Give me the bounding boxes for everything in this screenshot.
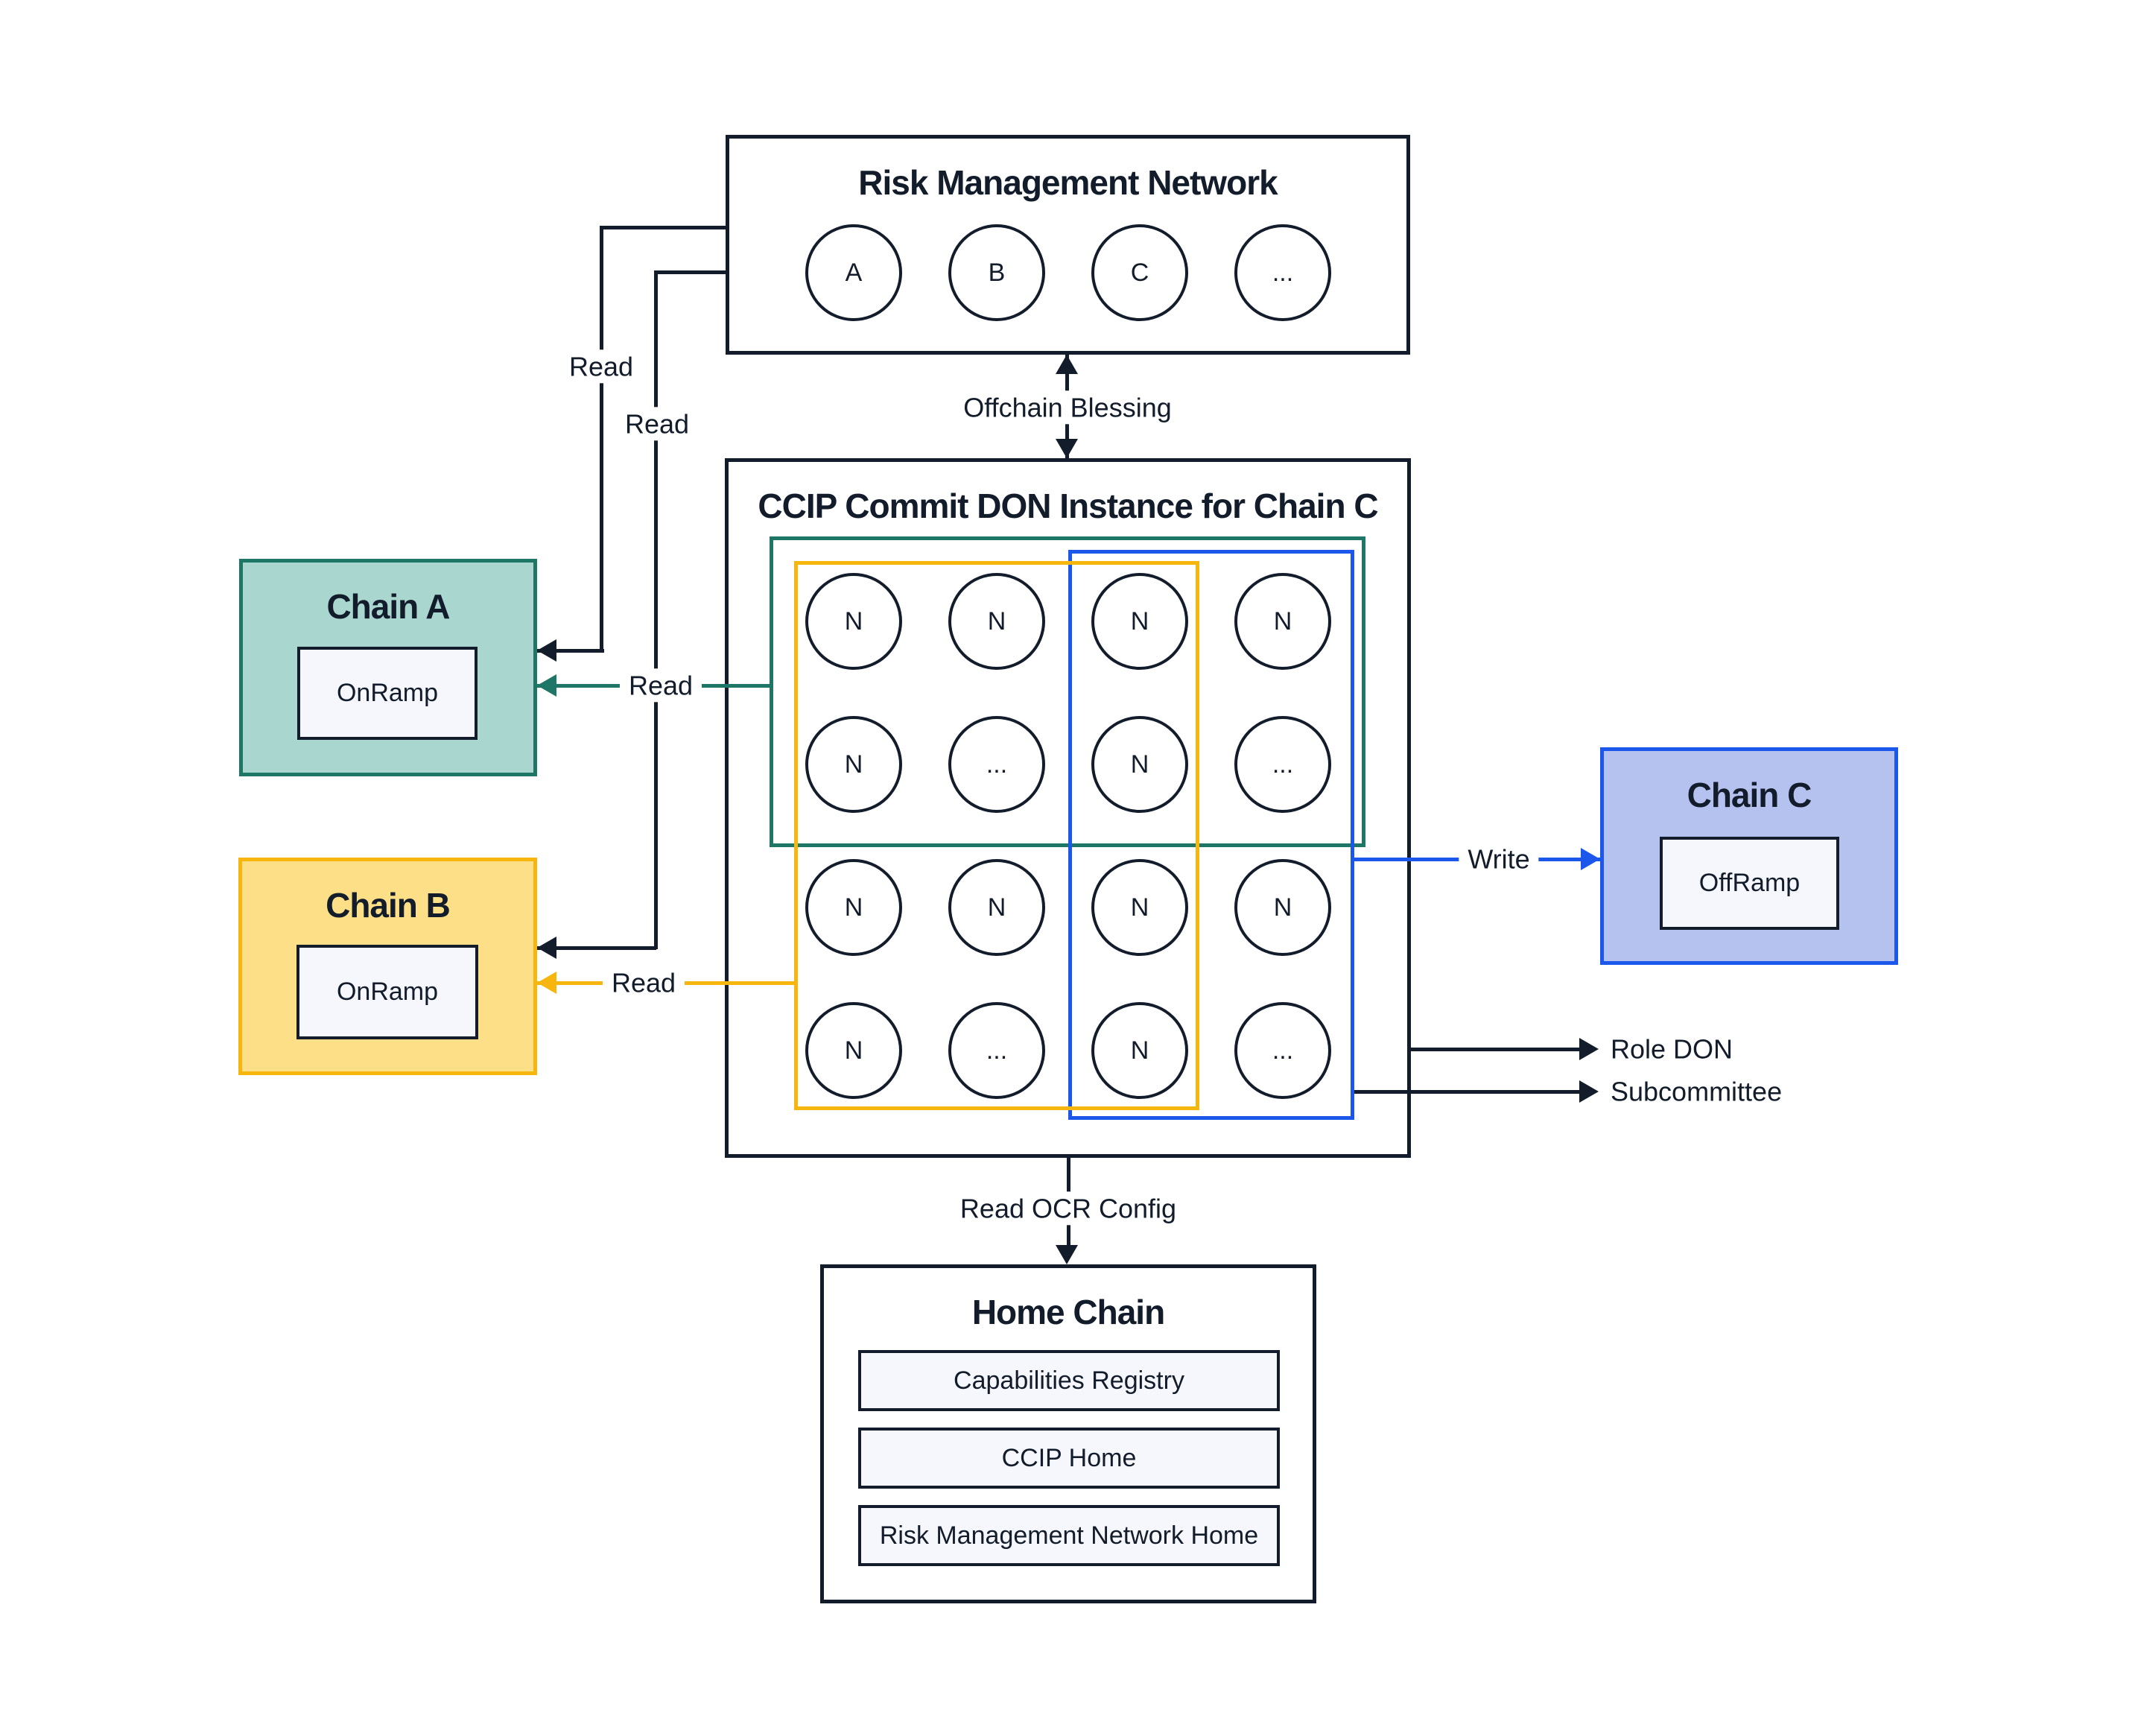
edge-rmn-chain-a-end-segment <box>537 649 604 653</box>
read-ocr-config-arrowhead-icon <box>1056 1245 1078 1264</box>
rmn-node-more-label: ... <box>1272 258 1294 287</box>
offchain-blessing-label: Offchain Blessing <box>954 390 1181 425</box>
rmn-node-a-label: A <box>845 258 863 287</box>
chain-b-title: Chain B <box>326 886 451 925</box>
don-node-circle: N <box>1091 573 1188 670</box>
write-label: Write <box>1459 842 1539 876</box>
don-node-circle: N <box>948 573 1045 670</box>
ccip-home-box: CCIP Home <box>858 1428 1280 1489</box>
don-node-circle: N <box>805 1002 902 1099</box>
chain-b-onramp-box: OnRamp <box>296 945 478 1039</box>
rmn-chain-a-arrowhead-icon <box>537 639 556 662</box>
chain-c-offramp-label: OffRamp <box>1698 869 1801 897</box>
don-node-label: N <box>844 606 863 636</box>
don-chain-b-arrowhead-icon <box>537 972 556 994</box>
risk-management-network-box: Risk Management Network A B C ... <box>726 135 1410 355</box>
rmn-chain-b-arrowhead-icon <box>537 937 556 959</box>
home-chain-title: Home Chain <box>971 1293 1165 1331</box>
ccip-commit-don-box: CCIP Commit DON Instance for Chain C N N… <box>725 458 1411 1158</box>
subcommittee-rect-blue <box>1068 550 1354 1120</box>
don-node-label: N <box>1273 606 1292 636</box>
don-node-circle: N <box>948 859 1045 956</box>
capabilities-registry-label: Capabilities Registry <box>954 1366 1184 1395</box>
don-node-label: ... <box>1272 1036 1294 1065</box>
write-arrowhead-icon <box>1581 848 1600 870</box>
offchain-blessing-down-arrowhead-icon <box>1056 439 1078 458</box>
edge-role-don-segment <box>1411 1048 1581 1051</box>
chain-b-box: Chain B OnRamp <box>238 858 537 1075</box>
don-node-label: N <box>1130 750 1149 779</box>
rmn-node-a-circle: A <box>805 224 902 321</box>
don-chain-a-arrowhead-icon <box>537 674 556 697</box>
don-node-label: N <box>844 1036 863 1065</box>
edge-rmn-chain-a-top-segment <box>601 226 726 229</box>
don-node-circle: N <box>805 716 902 813</box>
don-node-circle: ... <box>1234 1002 1331 1099</box>
don-title: CCIP Commit DON Instance for Chain C <box>758 487 1378 525</box>
don-node-label: N <box>1130 1036 1149 1065</box>
chain-b-onramp-label: OnRamp <box>336 978 439 1006</box>
chain-c-box: Chain C OffRamp <box>1600 747 1898 965</box>
read-label-rmn-chain-b: Read <box>615 407 699 441</box>
rmn-title: Risk Management Network <box>858 163 1278 202</box>
don-node-circle: ... <box>948 716 1045 813</box>
don-node-circle: N <box>805 859 902 956</box>
read-label-rmn-chain-a: Read <box>559 349 643 384</box>
don-node-label: N <box>1130 606 1149 636</box>
don-node-label: N <box>1273 893 1292 922</box>
rmn-home-label: Risk Management Network Home <box>879 1521 1259 1550</box>
don-node-label: N <box>1130 893 1149 922</box>
don-node-circle: N <box>1234 573 1331 670</box>
don-node-label: N <box>844 893 863 922</box>
subcommittee-rect-yellow <box>794 561 1199 1110</box>
chain-c-title: Chain C <box>1687 776 1812 814</box>
rmn-home-box: Risk Management Network Home <box>858 1505 1280 1566</box>
don-node-label: ... <box>1272 750 1294 779</box>
chain-a-onramp-box: OnRamp <box>297 647 478 740</box>
don-node-circle: N <box>1091 859 1188 956</box>
don-node-circle: ... <box>948 1002 1045 1099</box>
offchain-blessing-up-arrowhead-icon <box>1056 355 1078 374</box>
chain-a-title: Chain A <box>326 587 450 626</box>
edge-rmn-chain-a-vertical-segment <box>600 226 603 652</box>
edge-rmn-chain-b-vertical-segment <box>654 270 658 949</box>
don-node-circle: N <box>1091 1002 1188 1099</box>
subcommittee-label: Subcommittee <box>1611 1076 1783 1107</box>
don-node-circle: N <box>1091 716 1188 813</box>
ccip-home-label: CCIP Home <box>1001 1443 1137 1472</box>
chain-a-onramp-label: OnRamp <box>336 679 439 707</box>
rmn-node-b-circle: B <box>948 224 1045 321</box>
chain-a-box: Chain A OnRamp <box>239 559 537 776</box>
don-node-circle: N <box>805 573 902 670</box>
read-label-don-chain-b: Read <box>602 966 685 1000</box>
home-chain-box: Home Chain Capabilities Registry CCIP Ho… <box>820 1264 1316 1603</box>
don-node-label: N <box>987 606 1006 636</box>
read-ocr-config-label: Read OCR Config <box>951 1191 1186 1226</box>
role-don-arrowhead-icon <box>1579 1038 1599 1060</box>
edge-subcommittee-segment <box>1354 1090 1581 1094</box>
don-node-circle: ... <box>1234 716 1331 813</box>
rmn-node-more-circle: ... <box>1234 224 1331 321</box>
rmn-node-b-label: B <box>988 258 1006 287</box>
don-node-label: ... <box>986 750 1008 779</box>
edge-rmn-chain-b-end-segment <box>537 946 656 950</box>
subcommittee-rect-teal <box>770 536 1365 847</box>
don-node-label: N <box>844 750 863 779</box>
rmn-node-c-label: C <box>1130 258 1149 287</box>
don-node-label: ... <box>986 1036 1008 1065</box>
role-don-label: Role DON <box>1611 1033 1733 1065</box>
rmn-node-c-circle: C <box>1091 224 1188 321</box>
don-node-label: N <box>987 893 1006 922</box>
chain-c-offramp-box: OffRamp <box>1660 837 1839 930</box>
subcommittee-arrowhead-icon <box>1579 1080 1599 1103</box>
read-label-don-chain-a: Read <box>619 668 702 703</box>
capabilities-registry-box: Capabilities Registry <box>858 1350 1280 1411</box>
edge-rmn-chain-b-top-segment <box>654 270 726 274</box>
don-node-circle: N <box>1234 859 1331 956</box>
